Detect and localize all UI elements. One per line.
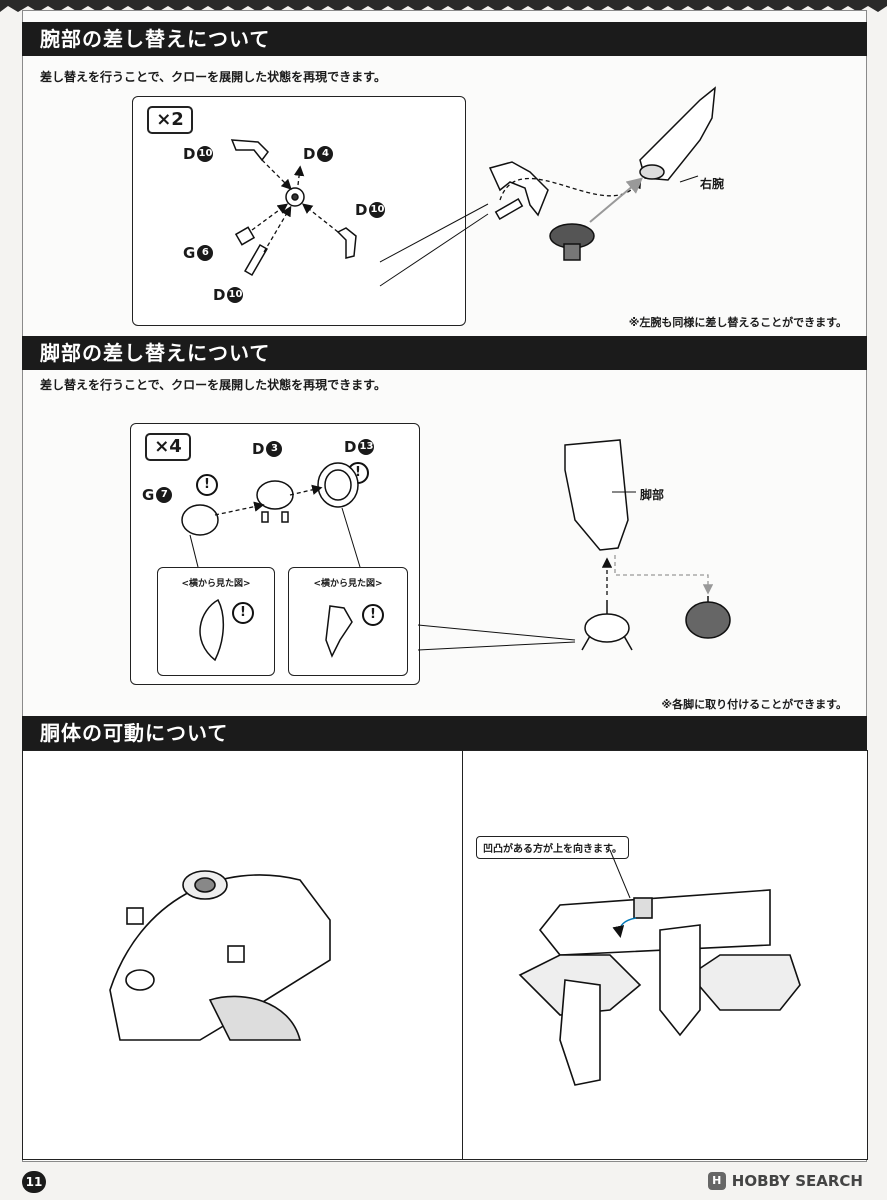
side-profile-icon [199, 598, 353, 662]
dome-cap-icon [181, 504, 219, 536]
side-view-title: <横から見た図> [181, 579, 251, 589]
side-view-title: <横から見た図> [313, 579, 383, 589]
page-top-edge [0, 0, 887, 12]
brand-logo-icon: H [707, 1172, 726, 1190]
leg-intro-text: 差し替えを行うことで、クローを展開した状態を再現できます。 [40, 378, 386, 392]
hub-plate-icon [256, 480, 294, 523]
leg-note: ※各脚に取り付けることができます。 [661, 698, 847, 711]
arm-forearm-icon [639, 86, 716, 181]
torso-callout: 凹凸がある方が上を向きます。 [476, 836, 629, 859]
caution-icon: ! [196, 474, 218, 496]
claw-cover-icon [317, 462, 359, 508]
brand-watermark: H HOBBY SEARCH [707, 1172, 863, 1190]
torso-front-icon [518, 889, 801, 1086]
leg-limb-icon [564, 439, 629, 551]
claw-part-icon [336, 227, 357, 259]
leg-section-title: 脚部の差し替えについて [22, 336, 867, 370]
leg-label: 脚部 [640, 488, 665, 502]
page-number: 11 [22, 1171, 46, 1193]
rod-part-icon [244, 243, 268, 277]
brand-name: HOBBY SEARCH [731, 1172, 863, 1190]
assembled-claw-icon [488, 161, 549, 220]
leg-multiplier-badge: ×4 [145, 433, 191, 461]
torso-body-icon [109, 870, 331, 1041]
caution-icon: ! [232, 602, 254, 624]
arm-section-title: 腕部の差し替えについて [22, 22, 867, 56]
arm-intro-text: 差し替えを行うことで、クローを展開した状態を再現できます。 [40, 70, 386, 84]
claw-part-icon [230, 139, 269, 162]
torso-section-title: 胴体の可動について [22, 716, 867, 750]
foot-claw-icon [581, 600, 633, 651]
joint-part-icon [234, 226, 256, 246]
claw-base-icon [549, 223, 595, 261]
arm-multiplier-badge: ×2 [147, 106, 193, 134]
caution-icon: ! [362, 604, 384, 626]
right-arm-label: 右腕 [700, 177, 725, 191]
foot-cap-icon [685, 596, 731, 639]
arm-note: ※左腕も同様に差し替えることができます。 [628, 316, 847, 329]
hub-part-icon [285, 187, 305, 207]
arm-parts-diagram: ×2 [132, 96, 466, 326]
